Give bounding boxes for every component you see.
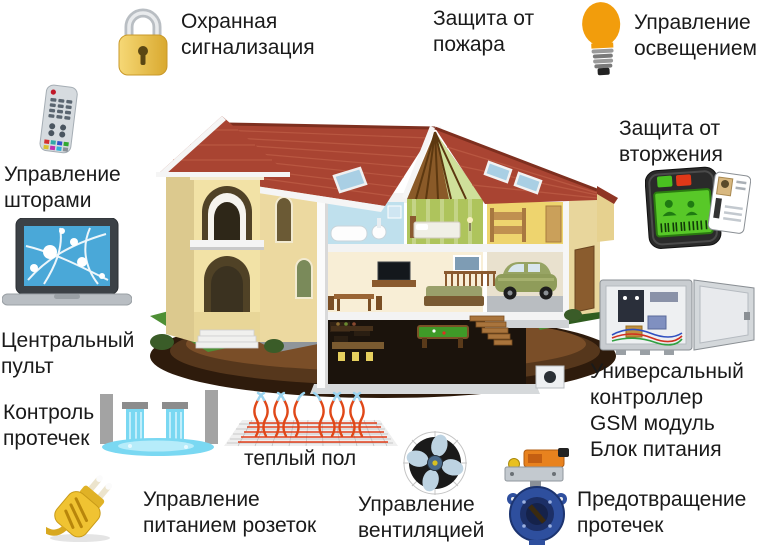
label-line: питанием розеток — [143, 514, 317, 537]
label-line: теплый пол — [244, 447, 357, 470]
label-line: пульт — [1, 355, 54, 378]
label-line: Управление — [634, 11, 751, 34]
card-reader-icon — [645, 166, 751, 250]
control-cabinet-icon — [598, 276, 758, 356]
label-line: Защита от — [619, 117, 721, 140]
label-line: Управление — [143, 488, 260, 511]
label-line: Охранная — [181, 10, 278, 33]
label-universal-controller: Универсальный контроллер GSM модуль Блок… — [590, 359, 744, 463]
label-warm-floor: теплый пол — [244, 446, 356, 472]
label-line: контроллер — [590, 386, 704, 409]
label-line: Управление — [358, 493, 475, 516]
label-line: пожара — [433, 33, 505, 56]
padlock-icon — [114, 4, 172, 78]
label-line: вентиляцией — [358, 519, 485, 542]
remote-control-icon — [36, 84, 82, 156]
label-curtain-control: Управление шторами — [4, 162, 121, 214]
label-line: Предотвращение — [577, 488, 747, 511]
fan-icon — [402, 430, 468, 496]
laptop-icon — [2, 218, 132, 310]
label-line: Универсальный — [590, 360, 744, 383]
label-line: Центральный — [1, 329, 135, 352]
label-fire-protection: Защита от пожара — [433, 6, 534, 58]
house-cutaway-illustration — [148, 90, 618, 400]
label-line: сигнализация — [181, 36, 315, 59]
label-line: Защита от — [433, 7, 535, 30]
label-lighting-control: Управление освещением — [634, 10, 757, 62]
label-intrusion-protection: Защита от вторжения — [619, 116, 723, 168]
label-security-alarm: Охранная сигнализация — [181, 9, 315, 61]
label-line: Управление — [4, 163, 121, 186]
water-sluice-icon — [100, 388, 220, 460]
label-central-console: Центральный пульт — [1, 328, 134, 380]
label-line: Контроль — [3, 401, 95, 424]
label-line: освещением — [634, 37, 757, 60]
label-line: протечек — [3, 427, 90, 450]
power-plug-icon — [46, 472, 130, 544]
label-leak-monitoring: Контроль протечек — [3, 400, 94, 452]
warm-floor-icon — [222, 390, 400, 450]
label-ventilation-control: Управление вентиляцией — [358, 492, 484, 544]
label-leak-prevention: Предотвращение протечек — [577, 487, 746, 539]
label-outlet-power: Управление питанием розеток — [143, 487, 316, 539]
shutoff-valve-icon — [500, 446, 576, 546]
label-line: протечек — [577, 514, 664, 537]
label-line: вторжения — [619, 143, 723, 166]
light-bulb-icon — [580, 2, 626, 78]
label-line: шторами — [4, 189, 92, 212]
label-line: Блок питания — [590, 438, 722, 461]
label-line: GSM модуль — [590, 412, 715, 435]
